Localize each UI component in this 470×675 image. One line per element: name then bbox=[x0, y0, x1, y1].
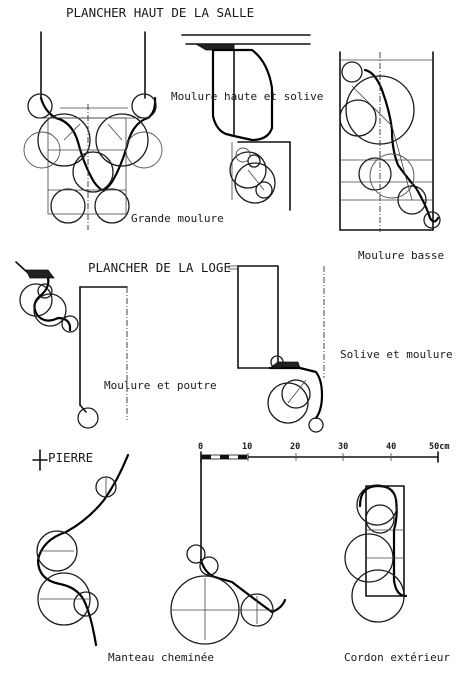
caption-grande-moulure: Grande moulure bbox=[131, 212, 224, 225]
heading-pierre: PIERRE bbox=[48, 450, 93, 465]
scale-label-50cm: 50cm bbox=[429, 442, 449, 452]
caption-moulure-haute: Moulure haute et solive bbox=[171, 90, 323, 103]
caption-cordon-exterieur: Cordon extérieur bbox=[344, 651, 450, 664]
scale-label-30: 30 bbox=[338, 442, 348, 452]
caption-solive-moulure: Solive et moulure bbox=[340, 348, 453, 361]
moulure-basse-drawing bbox=[339, 51, 441, 232]
cordon-exterieur-drawing bbox=[344, 484, 408, 623]
grande-moulure-drawing bbox=[23, 31, 163, 230]
manteau-cheminee-drawing bbox=[170, 459, 287, 645]
moulure-haute-drawing bbox=[181, 34, 311, 211]
caption-moulure-basse: Moulure basse bbox=[358, 249, 444, 262]
pierre-drawing bbox=[32, 449, 130, 647]
heading-plancher-loge: PLANCHER DE LA LOGE bbox=[88, 260, 231, 275]
scale-label-0: 0 bbox=[198, 442, 203, 452]
caption-moulure-poutre: Moulure et poutre bbox=[104, 379, 217, 392]
moulure-poutre-drawing bbox=[15, 261, 128, 429]
heading-plancher-haut: PLANCHER HAUT DE LA SALLE bbox=[66, 5, 254, 20]
caption-manteau-cheminee: Manteau cheminée bbox=[108, 651, 214, 664]
scale-label-40: 40 bbox=[386, 442, 396, 452]
scale-label-20: 20 bbox=[290, 442, 300, 452]
scale-bar bbox=[200, 451, 439, 463]
scale-label-10: 10 bbox=[242, 442, 252, 452]
solive-moulure-drawing bbox=[228, 265, 325, 433]
